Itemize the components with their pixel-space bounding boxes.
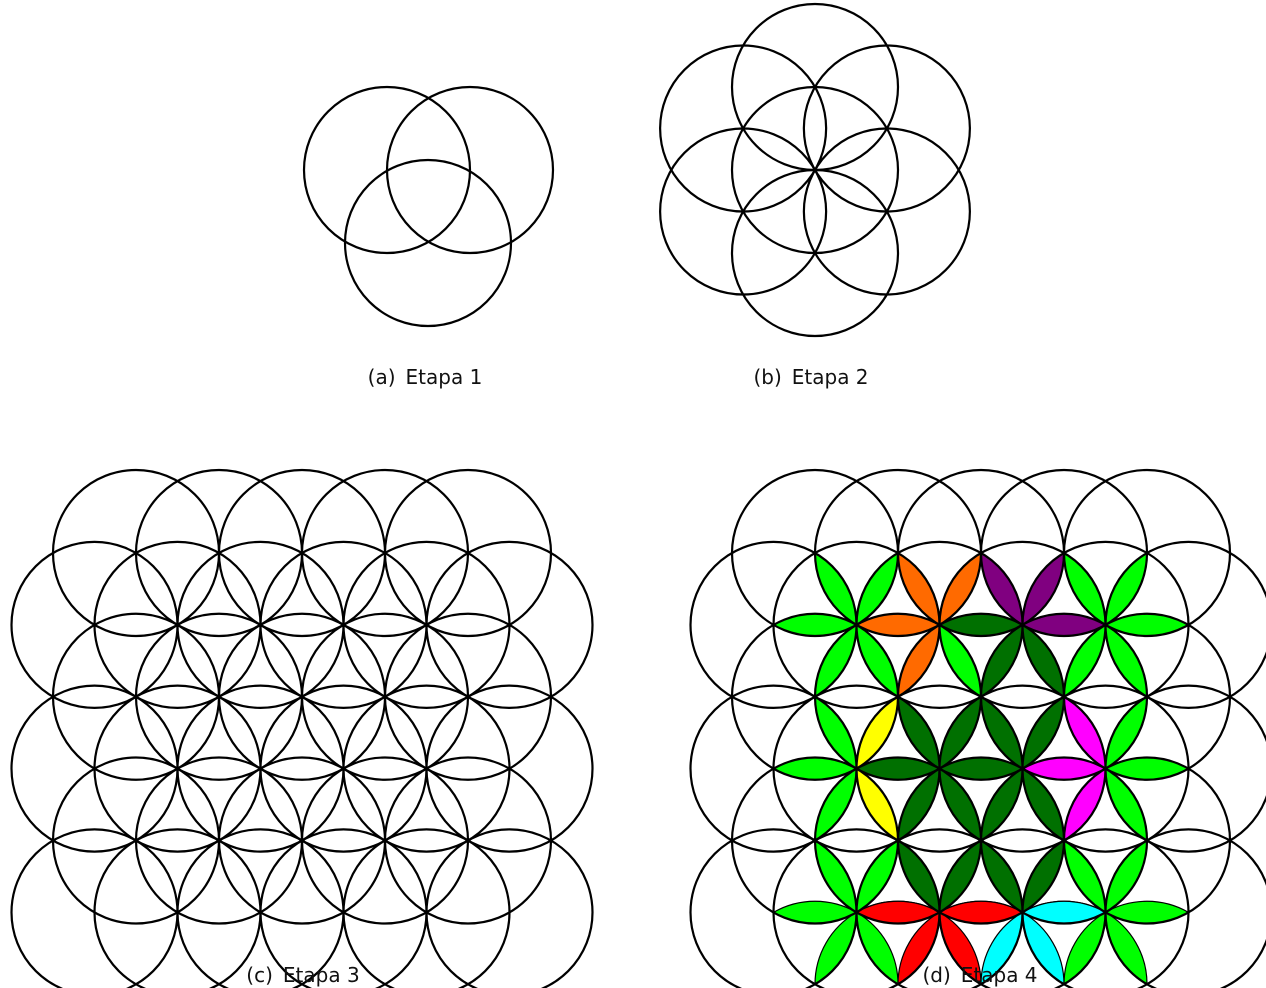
panel-b-stage-2-diagram (660, 4, 970, 336)
caption-d-label: (d) (922, 963, 950, 987)
caption-a-title: Etapa 1 (406, 365, 483, 389)
caption-d-title: Etapa 4 (961, 963, 1038, 987)
caption-c-title: Etapa 3 (283, 963, 360, 987)
caption-b-title: Etapa 2 (792, 365, 869, 389)
panel-a-stage-1-diagram (304, 87, 553, 326)
caption-d: (d) Etapa 4 (922, 963, 1037, 987)
panel-c-stage-3-diagram (12, 470, 593, 988)
caption-b: (b) Etapa 2 (753, 365, 868, 389)
caption-c-label: (c) (246, 963, 273, 987)
panel-d-colored-petals (774, 553, 1189, 984)
caption-a-label: (a) (368, 365, 396, 389)
panel-d-stage-4-diagram (691, 470, 1266, 988)
caption-b-label: (b) (753, 365, 781, 389)
caption-a: (a) Etapa 1 (368, 365, 483, 389)
caption-c: (c) Etapa 3 (246, 963, 359, 987)
